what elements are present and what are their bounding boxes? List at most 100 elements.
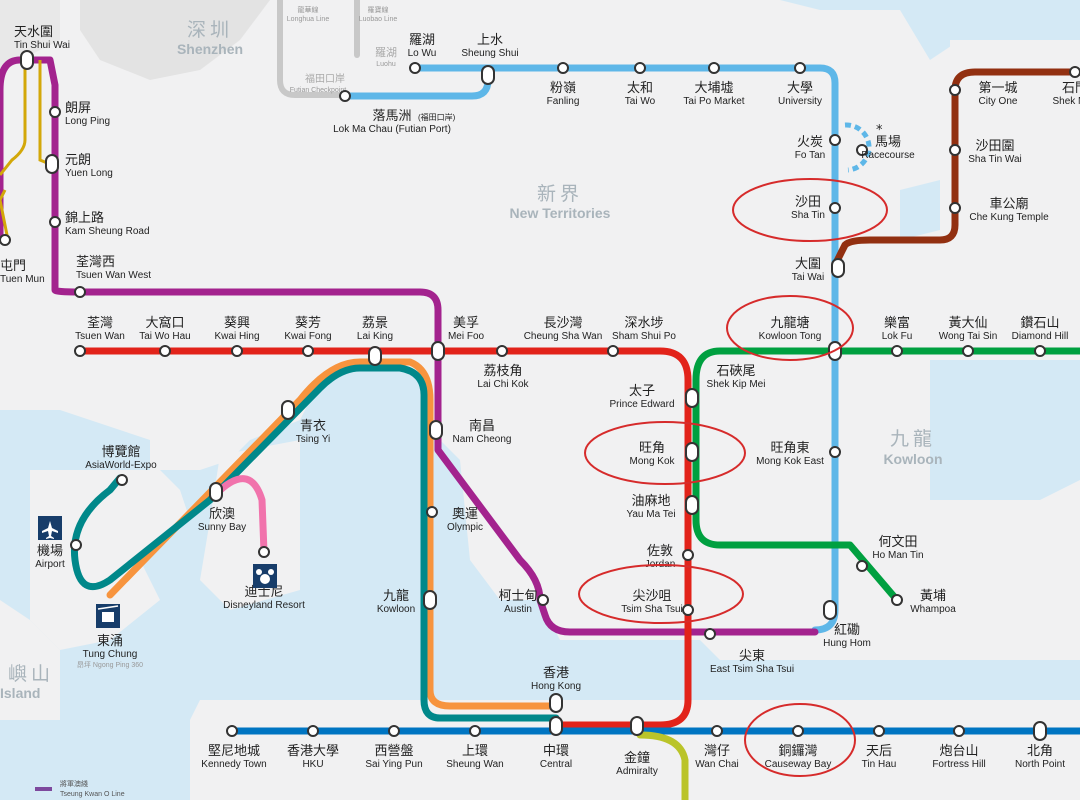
interchange-marker[interactable] bbox=[20, 50, 34, 70]
station-dot[interactable] bbox=[0, 234, 11, 246]
interchange-marker[interactable] bbox=[549, 693, 563, 713]
station-lok-ma-chau[interactable]: 落馬洲(福田口岸)Lok Ma Chau (Futian Port) bbox=[333, 90, 456, 135]
station-dot[interactable] bbox=[949, 84, 961, 96]
station-dot[interactable] bbox=[307, 725, 319, 737]
station-dot[interactable] bbox=[891, 594, 903, 606]
station-dot[interactable] bbox=[856, 144, 868, 156]
station-dot[interactable] bbox=[537, 594, 549, 606]
interchange-marker[interactable] bbox=[685, 442, 699, 462]
station-dot[interactable] bbox=[634, 62, 646, 74]
interchange-marker[interactable] bbox=[209, 482, 223, 502]
interchange-marker[interactable] bbox=[630, 716, 644, 736]
station-dot[interactable] bbox=[231, 345, 243, 357]
station-shek-mun[interactable]: 石門Shek Mun bbox=[1052, 66, 1080, 107]
station-dot[interactable] bbox=[339, 90, 351, 102]
interchange-marker[interactable] bbox=[431, 341, 445, 361]
station-dot[interactable] bbox=[891, 345, 903, 357]
interchange-marker[interactable] bbox=[831, 258, 845, 278]
station-dot[interactable] bbox=[49, 216, 61, 228]
station-dot[interactable] bbox=[829, 134, 841, 146]
interchange-marker[interactable] bbox=[368, 346, 382, 366]
station-dot[interactable] bbox=[1069, 66, 1080, 78]
station-dot[interactable] bbox=[682, 549, 694, 561]
station-dot[interactable] bbox=[704, 628, 716, 640]
interchange-marker[interactable] bbox=[685, 388, 699, 408]
interchange-marker[interactable] bbox=[549, 716, 563, 736]
station-dot[interactable] bbox=[557, 62, 569, 74]
interchange-marker[interactable] bbox=[45, 154, 59, 174]
interchange-marker[interactable] bbox=[1033, 721, 1047, 741]
station-dot[interactable] bbox=[829, 446, 841, 458]
station-dot[interactable] bbox=[409, 62, 421, 74]
station-dot[interactable] bbox=[469, 725, 481, 737]
station-dot[interactable] bbox=[302, 345, 314, 357]
station-dot[interactable] bbox=[258, 546, 270, 558]
station-dot[interactable] bbox=[49, 106, 61, 118]
station-dot[interactable] bbox=[1034, 345, 1046, 357]
station-dot[interactable] bbox=[949, 144, 961, 156]
station-dot[interactable] bbox=[116, 474, 128, 486]
station-dot[interactable] bbox=[711, 725, 723, 737]
station-dot[interactable] bbox=[426, 506, 438, 518]
interchange-marker[interactable] bbox=[481, 65, 495, 85]
station-dot[interactable] bbox=[873, 725, 885, 737]
station-dot[interactable] bbox=[74, 345, 86, 357]
station-dot[interactable] bbox=[953, 725, 965, 737]
station-dot[interactable] bbox=[949, 202, 961, 214]
station-dot[interactable] bbox=[226, 725, 238, 737]
station-dot[interactable] bbox=[792, 725, 804, 737]
station-dot[interactable] bbox=[856, 560, 868, 572]
station-dot[interactable] bbox=[682, 604, 694, 616]
